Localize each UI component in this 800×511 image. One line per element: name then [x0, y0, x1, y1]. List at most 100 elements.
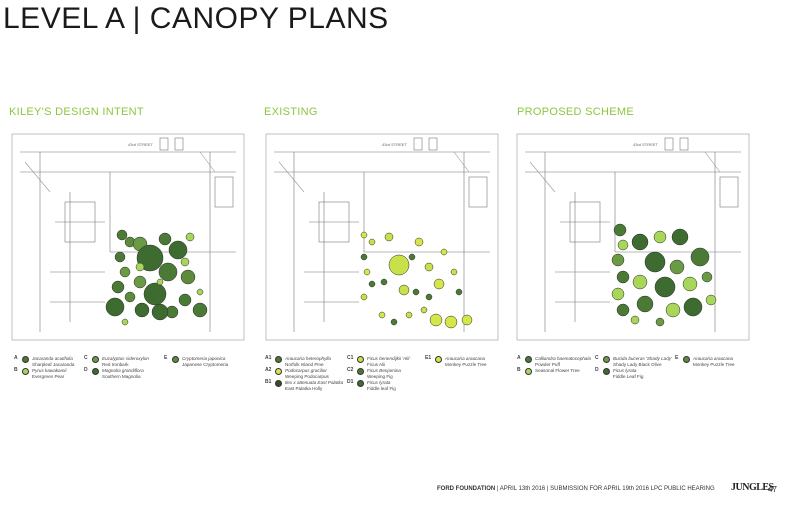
legend-common-name: Sharpleaf Jacaranda: [32, 361, 75, 367]
tree-swatch-icon: [357, 355, 364, 363]
legend-scientific-name: Calliandra haematocephala: [535, 356, 591, 361]
tree-swatch-icon: [275, 355, 282, 363]
brand-logo: JUNGLES: [731, 482, 774, 493]
legend-code: B: [14, 367, 18, 373]
canopy-plan-proposed: 43rd STREET: [515, 132, 751, 342]
legend-code: E1: [425, 355, 432, 361]
footer-org: FORD FOUNDATION: [437, 486, 496, 492]
legend-common-name: Japanese Cryptomeria: [182, 361, 229, 367]
legend-item: B Seasonal Flower Tree: [517, 367, 580, 375]
legend-code: C2: [347, 367, 354, 373]
legend-code: D: [84, 367, 88, 373]
tree-swatch-icon: [603, 355, 610, 363]
tree-swatch-icon: [525, 355, 532, 363]
plan-drawing: 43rd STREET: [11, 133, 245, 341]
street-label: 43rd STREET: [128, 142, 153, 147]
tree-swatch-icon: [92, 355, 99, 363]
legend-scientific-name: Ficus benendijkii 'Alii': [367, 356, 411, 361]
footer-text: FORD FOUNDATION | APRIL 13th 2016 | SUBM…: [437, 486, 715, 492]
plan-drawing: 43rd STREET: [516, 133, 750, 341]
canopy-plan-existing: 43rd STREET: [264, 132, 500, 342]
legend-common-name: Evergreen Pear: [32, 373, 65, 379]
legend-scientific-name: Magnolia grandiflora: [102, 368, 144, 373]
legend-code: C: [595, 355, 599, 361]
tree-swatch-icon: [275, 379, 282, 387]
legend-common-name: Weeping Fig: [367, 373, 393, 379]
legend-item: C Bucida buceras 'Shady Lady'Shady Lady …: [595, 355, 672, 367]
section-heading-existing: EXISTING: [264, 106, 318, 118]
footer-details: | APRIL 13th 2016 | SUBMISSION FOR APRIL…: [495, 486, 715, 492]
legend-common-name: Weeping Podocarpus: [285, 373, 329, 379]
legend-common-name: Fiddle leaf Fig: [367, 385, 396, 391]
page-number: 47: [768, 485, 777, 494]
legend-scientific-name: Araucaria heterophylla: [285, 356, 331, 361]
legend-common-name: Seasonal Flower Tree: [535, 368, 580, 373]
legend-common-name: Red Ironbark: [102, 361, 129, 367]
legend-code: C: [84, 355, 88, 361]
street-label: 43rd STREET: [382, 142, 407, 147]
legend-code: B1: [265, 379, 272, 385]
tree-swatch-icon: [357, 367, 364, 375]
street-label: 43rd STREET: [633, 142, 658, 147]
legend-scientific-name: Pyrus kawakamii: [32, 368, 67, 373]
legend-scientific-name: Araucaria araucana: [445, 356, 486, 361]
legend-code: A: [14, 355, 18, 361]
legend-scientific-name: Bucida buceras 'Shady Lady': [613, 356, 672, 361]
tree-swatch-icon: [435, 355, 442, 363]
legend-common-name: Monkey Puzzle Tree: [693, 361, 735, 367]
tree-swatch-icon: [92, 367, 99, 375]
tree-swatch-icon: [172, 355, 179, 363]
canopy-plan-design-intent: 43rd STREET: [10, 132, 246, 342]
plan-drawing: 43rd STREET: [265, 133, 499, 341]
legend-common-name: Southern Magnolia: [102, 373, 141, 379]
legend-common-name: Fiddle Leaf Fig: [613, 373, 644, 379]
legend-scientific-name: Podocarpus gracilior: [285, 368, 327, 373]
legend-scientific-name: Jacaranda acutifolia: [32, 356, 73, 361]
legend-common-name: East Palatka Holly: [285, 385, 323, 391]
legend-common-name: Ficus Alii: [367, 361, 386, 367]
legend-code: D1: [347, 379, 354, 385]
page-title: LEVEL A | CANOPY PLANS: [3, 2, 389, 35]
tree-swatch-icon: [22, 367, 29, 375]
legend-scientific-name: Ilex x attenuata East Palatka: [285, 380, 344, 385]
tree-swatch-icon: [683, 355, 690, 363]
tree-swatch-icon: [525, 367, 532, 375]
legend-code: A1: [265, 355, 272, 361]
legend-code: E: [675, 355, 679, 361]
legend-scientific-name: Eucalyptus sideroxylon: [102, 356, 149, 361]
legend-common-name: Shady Lady Black Olive: [613, 361, 662, 367]
legend-code: C1: [347, 355, 354, 361]
legend-scientific-name: Ficus Benjamina: [367, 368, 401, 373]
tree-swatch-icon: [357, 379, 364, 387]
tree-swatch-icon: [22, 355, 29, 363]
legend-item: C1 Ficus benendijkii 'Alii'Ficus Alii: [347, 355, 411, 367]
legend-scientific-name: Ficus lyrata: [613, 368, 637, 373]
legend-code: A2: [265, 367, 272, 373]
legend-code: A: [517, 355, 521, 361]
legend-common-name: Powder Puff: [535, 361, 560, 367]
legend-code: E: [164, 355, 168, 361]
section-heading-proposed: PROPOSED SCHEME: [517, 106, 634, 118]
legend-scientific-name: Cryptomeria japonica: [182, 356, 226, 361]
legend-code: B: [517, 367, 521, 373]
legend-common-name: Norfolk Island Pine: [285, 361, 324, 367]
tree-swatch-icon: [275, 367, 282, 375]
legend-common-name: Monkey Puzzle Tree: [445, 361, 487, 367]
legend-scientific-name: Ficus lyrata: [367, 380, 391, 385]
